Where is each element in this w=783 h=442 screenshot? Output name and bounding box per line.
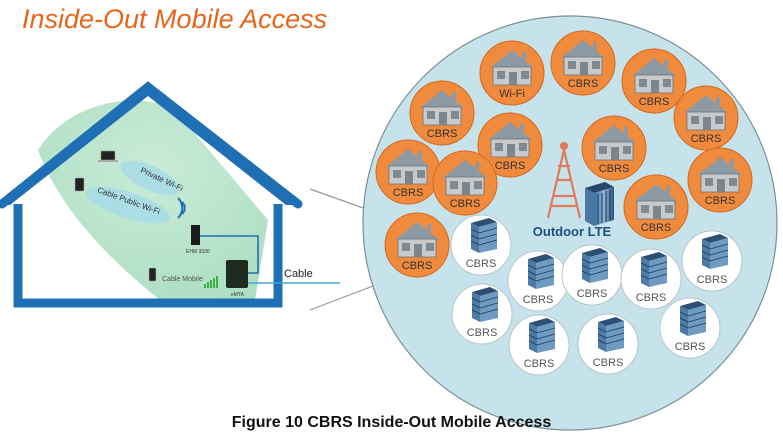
building-label: CBRS [577, 288, 608, 300]
office-building-icon [527, 253, 555, 290]
building-cbrs-node: CBRS [561, 244, 623, 306]
residence-label: CBRS [599, 163, 630, 175]
building-cbrs-node: CBRS [620, 248, 682, 310]
private-wifi-beam [120, 160, 180, 196]
residence-node: CBRS [477, 112, 543, 178]
cell-tower-icon [546, 141, 582, 219]
router-icon [191, 225, 200, 245]
cable-label: Cable [284, 268, 313, 280]
coverage-cone [38, 100, 268, 300]
building-label: CBRS [636, 292, 667, 304]
tablet-icon [74, 177, 85, 192]
residence-node: CBRS [673, 85, 739, 151]
residence-node: CBRS [550, 30, 616, 96]
building-label: CBRS [466, 258, 497, 270]
office-building-icon [640, 251, 668, 288]
building-label: CBRS [467, 327, 498, 339]
office-building-icon [679, 300, 707, 337]
residence-node: CBRS [409, 80, 475, 146]
residence-node: CBRS [621, 48, 687, 114]
building-cbrs-node: CBRS [508, 314, 570, 376]
phone-icon [148, 267, 157, 282]
ehm-label: EHM 3330 [186, 249, 210, 255]
public-wifi-beam [85, 186, 171, 224]
office-building-icon [581, 247, 609, 284]
building-cbrs-node: CBRS [450, 214, 512, 276]
residence-label: CBRS [393, 187, 424, 199]
building-cbrs-node: CBRS [681, 230, 743, 292]
residence-label: CBRS [427, 128, 458, 140]
residence-label: CBRS [691, 133, 722, 145]
signal-bars-icon [204, 276, 218, 288]
building-cbrs-node: CBRS [659, 297, 721, 359]
residence-label: CBRS [639, 96, 670, 108]
building-label: CBRS [697, 274, 728, 286]
residence-label: CBRS [402, 260, 433, 272]
office-building-icon [528, 317, 556, 354]
building-label: CBRS [523, 294, 554, 306]
residence-node: CBRS [384, 212, 450, 278]
building-cbrs-node: CBRS [577, 313, 639, 375]
building-label: CBRS [675, 341, 706, 353]
page-title: Inside-Out Mobile Access [22, 4, 328, 34]
office-building-icon [471, 286, 499, 323]
residence-node: Wi-Fi [479, 40, 545, 106]
cable-mobile-label: Cable Mobile [162, 276, 203, 283]
residence-label: CBRS [495, 160, 526, 172]
residence-label: CBRS [705, 195, 736, 207]
office-building-icon [597, 316, 625, 353]
office-building-icon [470, 217, 498, 254]
emta-device [226, 260, 248, 288]
residence-node: CBRS [375, 139, 441, 205]
office-building-icon [701, 233, 729, 270]
residence-node: CBRS [432, 150, 498, 216]
building-label: CBRS [524, 358, 555, 370]
emta-label: eMTA [231, 292, 245, 298]
residence-label: CBRS [641, 222, 672, 234]
residence-node: CBRS [687, 147, 753, 213]
residence-label: Wi-Fi [499, 88, 525, 100]
outdoor-lte-label: Outdoor LTE [533, 224, 612, 239]
laptop-icon [98, 150, 118, 162]
residence-node: CBRS [581, 115, 647, 181]
building-label: CBRS [593, 357, 624, 369]
residence-label: CBRS [568, 78, 599, 90]
residence-node: CBRS [623, 174, 689, 240]
wifi-signal-icon [177, 197, 186, 219]
home-illustration: Private Wi-Fi Cable Public Wi-Fi Cable M… [0, 81, 340, 308]
datacenter-icon [585, 182, 614, 226]
residence-label: CBRS [450, 198, 481, 210]
figure-caption: Figure 10 CBRS Inside-Out Mobile Access [231, 414, 552, 431]
building-cbrs-node: CBRS [451, 283, 513, 345]
building-cbrs-node: CBRS [507, 250, 569, 312]
